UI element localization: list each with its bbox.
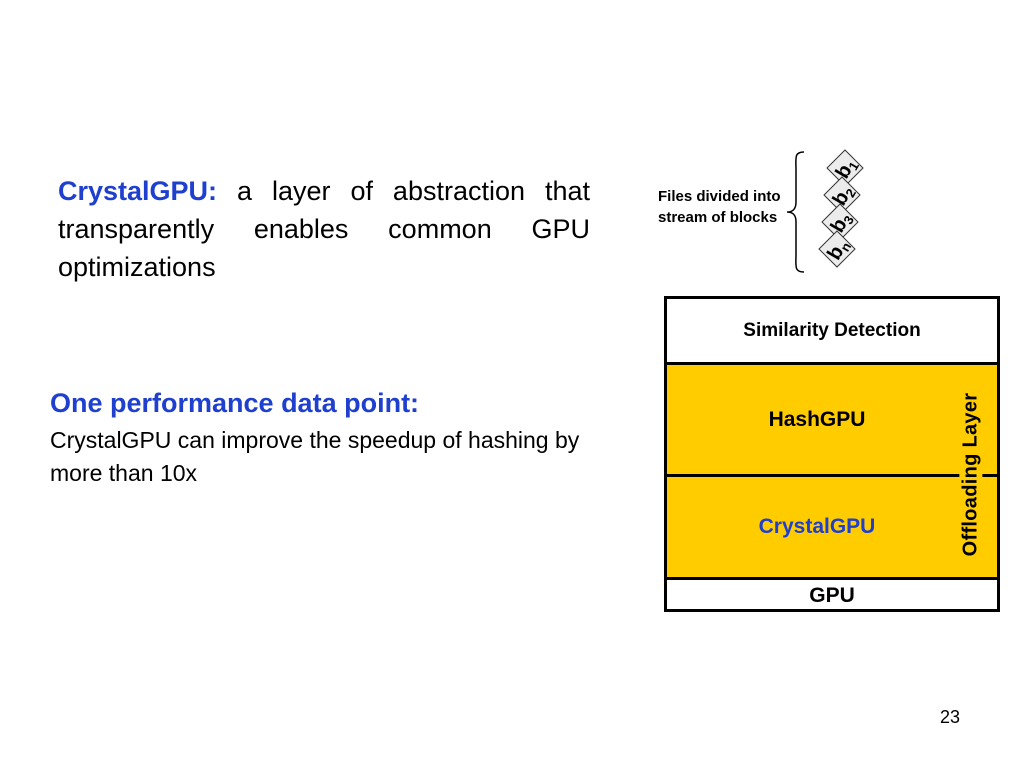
files-label: Files divided into stream of blocks	[658, 188, 781, 226]
block-shape	[818, 230, 856, 268]
performance-title: One performance data point:	[50, 388, 420, 418]
offloading-layer-text: Offloading Layer	[959, 388, 983, 560]
layer-stack: Similarity Detection HashGPU CrystalGPU …	[664, 296, 1000, 612]
curly-brace	[786, 151, 805, 273]
performance-body: CrystalGPU can improve the speedup of ha…	[50, 427, 580, 486]
layer-crystalgpu: CrystalGPU	[667, 477, 997, 580]
layer-hashgpu: HashGPU	[667, 365, 997, 477]
offloading-layer-label: Offloading Layer	[945, 368, 997, 580]
intro-text: a layer of abstraction that transparentl…	[58, 176, 590, 282]
layer-gpu: GPU	[809, 584, 855, 607]
intro-paragraph: CrystalGPU: a layer of abstraction that …	[58, 172, 590, 286]
page-number: 23	[940, 707, 961, 727]
intro-keyword: CrystalGPU:	[58, 176, 218, 206]
layer-similarity-detection: Similarity Detection	[667, 299, 997, 365]
